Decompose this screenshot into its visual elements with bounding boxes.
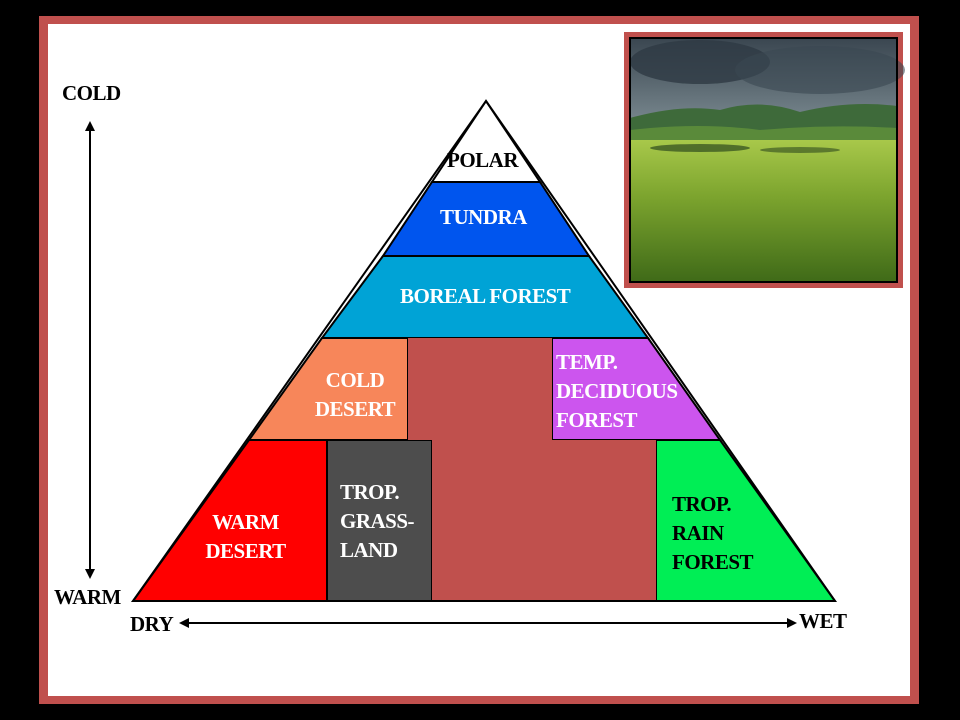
biome-label-trop-rain-forest: TROP. RAIN FOREST xyxy=(672,492,754,574)
dry-axis-label: DRY xyxy=(130,612,174,636)
biome-label-warm-desert: WARM DESERT xyxy=(205,510,286,563)
biome-label-polar: POLAR xyxy=(447,148,519,172)
grassland-photo xyxy=(624,32,905,288)
cold-axis-label: COLD xyxy=(62,81,121,105)
biome-label-trop-grassland: TROP. GRASS- LAND xyxy=(340,480,415,562)
biome-label-cold-desert: COLD DESERT xyxy=(314,368,396,421)
biome-label-temp-deciduous-forest: TEMP. DECIDUOUS FOREST xyxy=(556,350,678,432)
biome-label-boreal-forest: BOREAL FOREST xyxy=(400,284,571,308)
warm-axis-label: WARM xyxy=(54,585,121,609)
wet-axis-label: WET xyxy=(799,609,847,633)
biome-label-tundra: TUNDRA xyxy=(440,205,527,229)
pyramid-outline xyxy=(131,99,837,602)
center-block xyxy=(408,338,656,601)
